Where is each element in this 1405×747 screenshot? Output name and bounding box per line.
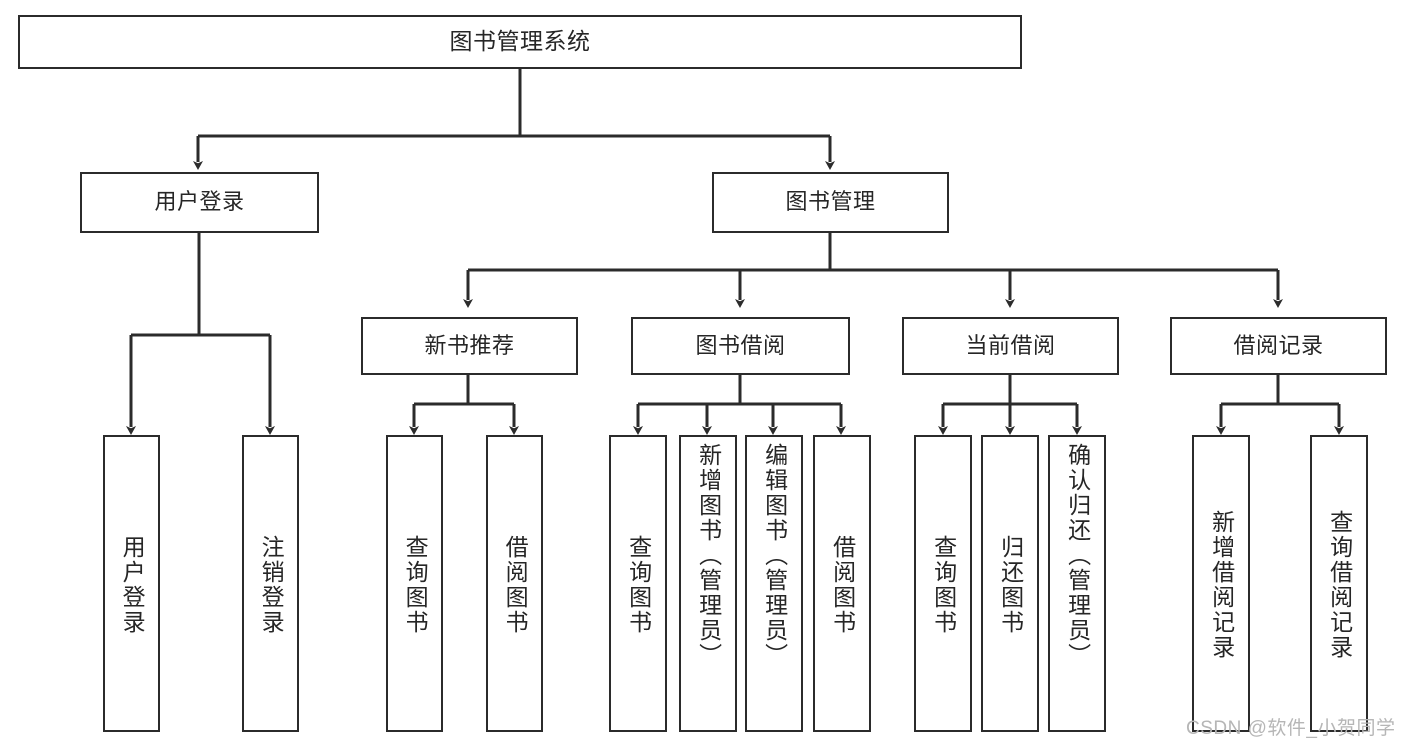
leaf-label: 借阅图书 [829, 534, 856, 635]
leaf-inner: 查询借阅记录 [1312, 439, 1366, 730]
leaf-borrow-edit-book-admin[interactable]: 编辑图书（管理员） [745, 435, 803, 732]
leaf-user-login-login[interactable]: 用户登录 [103, 435, 160, 732]
leaf-borrow-query-book[interactable]: 查询图书 [609, 435, 667, 732]
leaf-current-confirm-return-admin[interactable]: 确认归还（管理员） [1048, 435, 1106, 732]
leaf-inner: 注销登录 [244, 439, 297, 730]
leaf-recommend-borrow-book[interactable]: 借阅图书 [486, 435, 543, 732]
leaf-label: 用户登录 [119, 534, 146, 635]
leaf-recommend-query-book[interactable]: 查询图书 [386, 435, 443, 732]
node-new-book-recommend[interactable]: 新书推荐 [361, 317, 578, 375]
leaf-borrow-borrow-book[interactable]: 借阅图书 [813, 435, 871, 732]
leaf-label: 查询图书 [402, 534, 429, 635]
leaf-label: 编辑图书（管理员） [761, 443, 788, 668]
leaf-label: 注销登录 [258, 534, 285, 635]
leaf-inner: 查询图书 [388, 439, 441, 730]
leaf-label: 新增图书（管理员） [695, 443, 722, 668]
leaf-label: 确认归还（管理员） [1064, 443, 1091, 668]
leaf-label: 新增借阅记录 [1208, 509, 1235, 660]
node-borrow-record[interactable]: 借阅记录 [1170, 317, 1387, 375]
leaf-inner: 查询图书 [916, 439, 970, 730]
leaf-user-login-logout[interactable]: 注销登录 [242, 435, 299, 732]
leaf-inner: 新增借阅记录 [1194, 439, 1248, 730]
leaf-record-add-record[interactable]: 新增借阅记录 [1192, 435, 1250, 732]
leaf-inner: 用户登录 [105, 439, 158, 730]
leaf-inner: 归还图书 [983, 439, 1037, 730]
leaf-current-query-book[interactable]: 查询图书 [914, 435, 972, 732]
leaf-record-query-record[interactable]: 查询借阅记录 [1310, 435, 1368, 732]
node-book-borrow[interactable]: 图书借阅 [631, 317, 850, 375]
leaf-label: 查询图书 [930, 534, 957, 635]
leaf-inner: 查询图书 [611, 439, 665, 730]
leaf-label: 归还图书 [997, 534, 1024, 635]
node-book-management[interactable]: 图书管理 [712, 172, 949, 233]
leaf-label: 查询借阅记录 [1326, 509, 1353, 660]
leaf-inner: 借阅图书 [488, 439, 541, 730]
leaf-borrow-add-book-admin[interactable]: 新增图书（管理员） [679, 435, 737, 732]
node-root-system[interactable]: 图书管理系统 [18, 15, 1022, 69]
leaf-inner: 确认归还（管理员） [1050, 439, 1104, 734]
node-user-login[interactable]: 用户登录 [80, 172, 319, 233]
leaf-inner: 编辑图书（管理员） [747, 439, 801, 734]
leaf-label: 借阅图书 [502, 534, 529, 635]
node-current-borrow[interactable]: 当前借阅 [902, 317, 1119, 375]
leaf-current-return-book[interactable]: 归还图书 [981, 435, 1039, 732]
csdn-watermark: CSDN @软件_小贺同学 [1186, 718, 1396, 739]
leaf-inner: 借阅图书 [815, 439, 869, 730]
leaf-label: 查询图书 [625, 534, 652, 635]
leaf-inner: 新增图书（管理员） [681, 439, 735, 734]
